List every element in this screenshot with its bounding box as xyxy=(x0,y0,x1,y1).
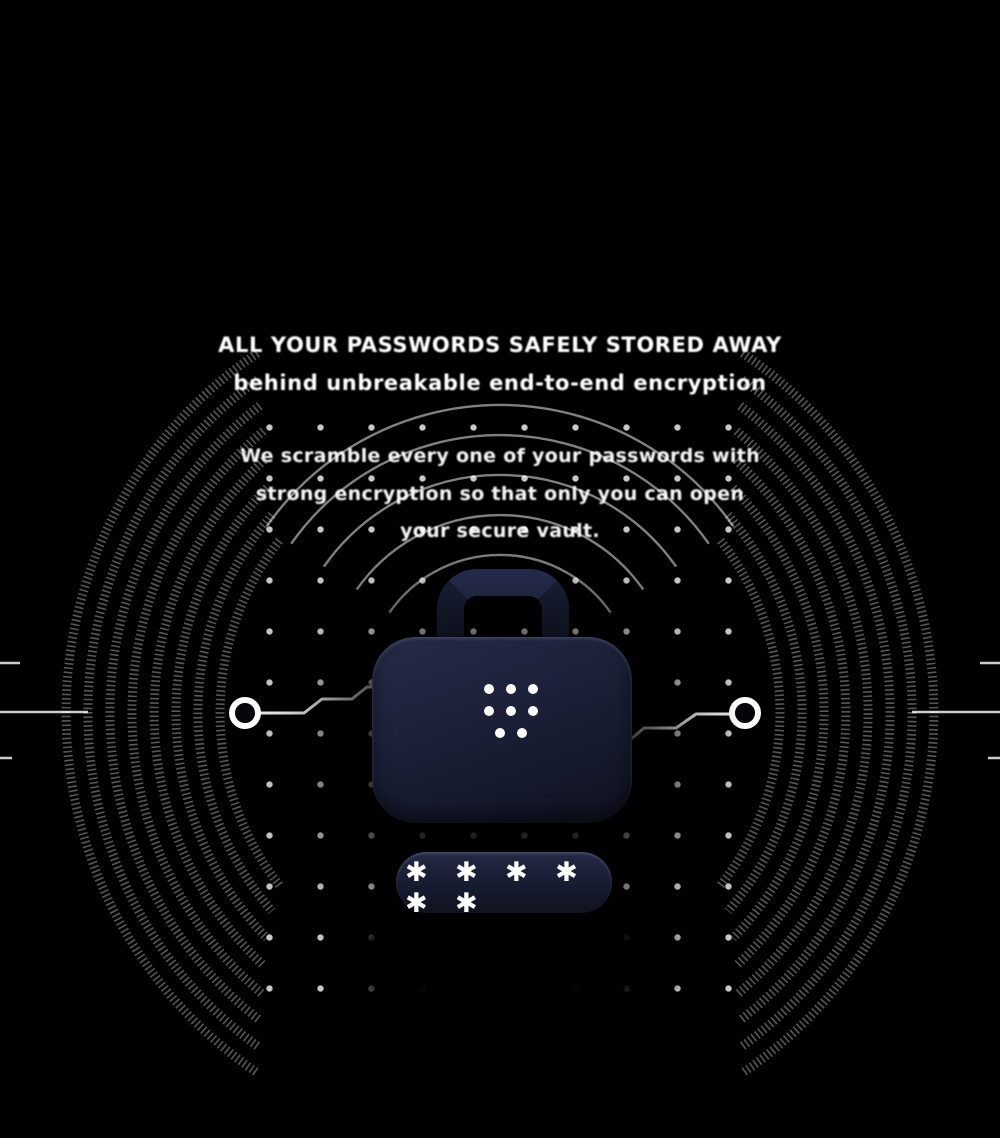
headline: ALL YOUR PASSWORDS SAFELY STORED AWAY be… xyxy=(0,326,1000,402)
top-ripple-arcs xyxy=(265,403,735,614)
edge-tick-lines xyxy=(0,661,1000,760)
body-line-2: strong encryption so that only you can o… xyxy=(255,482,745,505)
body-line-3: your secure vault. xyxy=(400,520,600,542)
body-copy: We scramble every one of your passwords … xyxy=(0,438,1000,551)
body-line-1: We scramble every one of your passwords … xyxy=(240,445,760,467)
right-connector-node-icon xyxy=(729,697,761,729)
headline-line-1: ALL YOUR PASSWORDS SAFELY STORED AWAY xyxy=(218,333,782,357)
password-field: ✱ ✱ ✱ ✱ ✱ ✱ xyxy=(396,852,612,919)
password-mask: ✱ ✱ ✱ ✱ ✱ ✱ xyxy=(405,856,587,919)
keypad-dots-icon xyxy=(480,682,550,742)
left-connector-node-icon xyxy=(229,697,261,729)
headline-line-2: behind unbreakable end-to-end encryption xyxy=(233,371,767,395)
